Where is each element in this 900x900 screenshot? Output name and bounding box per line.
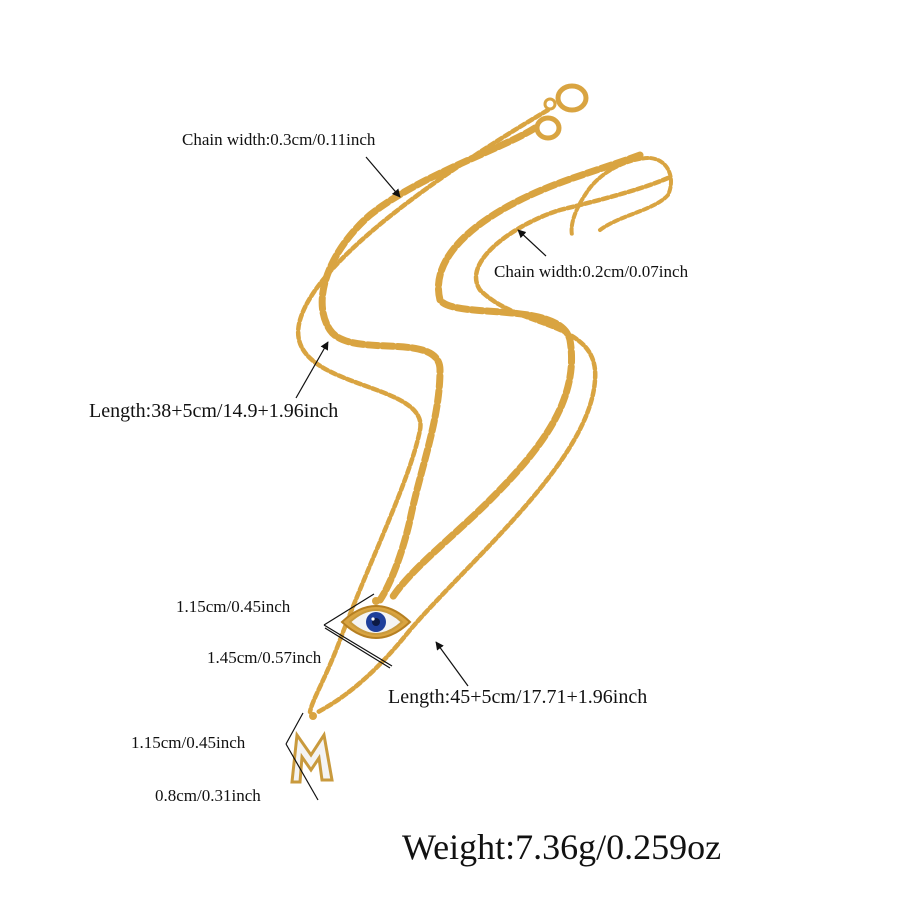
- letter-m-pendant-icon: [290, 712, 334, 784]
- long-cable-chain: [295, 107, 673, 715]
- eye-width-label: 1.45cm/0.57inch: [207, 648, 322, 667]
- evil-eye-pendant-icon: [340, 597, 412, 639]
- length-short-label: Length:38+5cm/14.9+1.96inch: [89, 400, 339, 422]
- eye-height-label: 1.15cm/0.45inch: [176, 597, 291, 616]
- chain-width-lower-label: Chain width:0.2cm/0.07inch: [494, 262, 689, 281]
- dimension-arrows: [285, 156, 547, 801]
- short-flat-chain: [318, 124, 644, 604]
- letter-height-label: 1.15cm/0.45inch: [131, 733, 246, 752]
- lobster-clasp-icon: [534, 83, 589, 141]
- chain-width-upper-label: Chain width:0.3cm/0.11inch: [182, 130, 376, 149]
- weight-label: Weight:7.36g/0.259oz: [402, 827, 722, 867]
- letter-width-label: 0.8cm/0.31inch: [155, 786, 261, 805]
- length-long-label: Length:45+5cm/17.71+1.96inch: [388, 686, 648, 708]
